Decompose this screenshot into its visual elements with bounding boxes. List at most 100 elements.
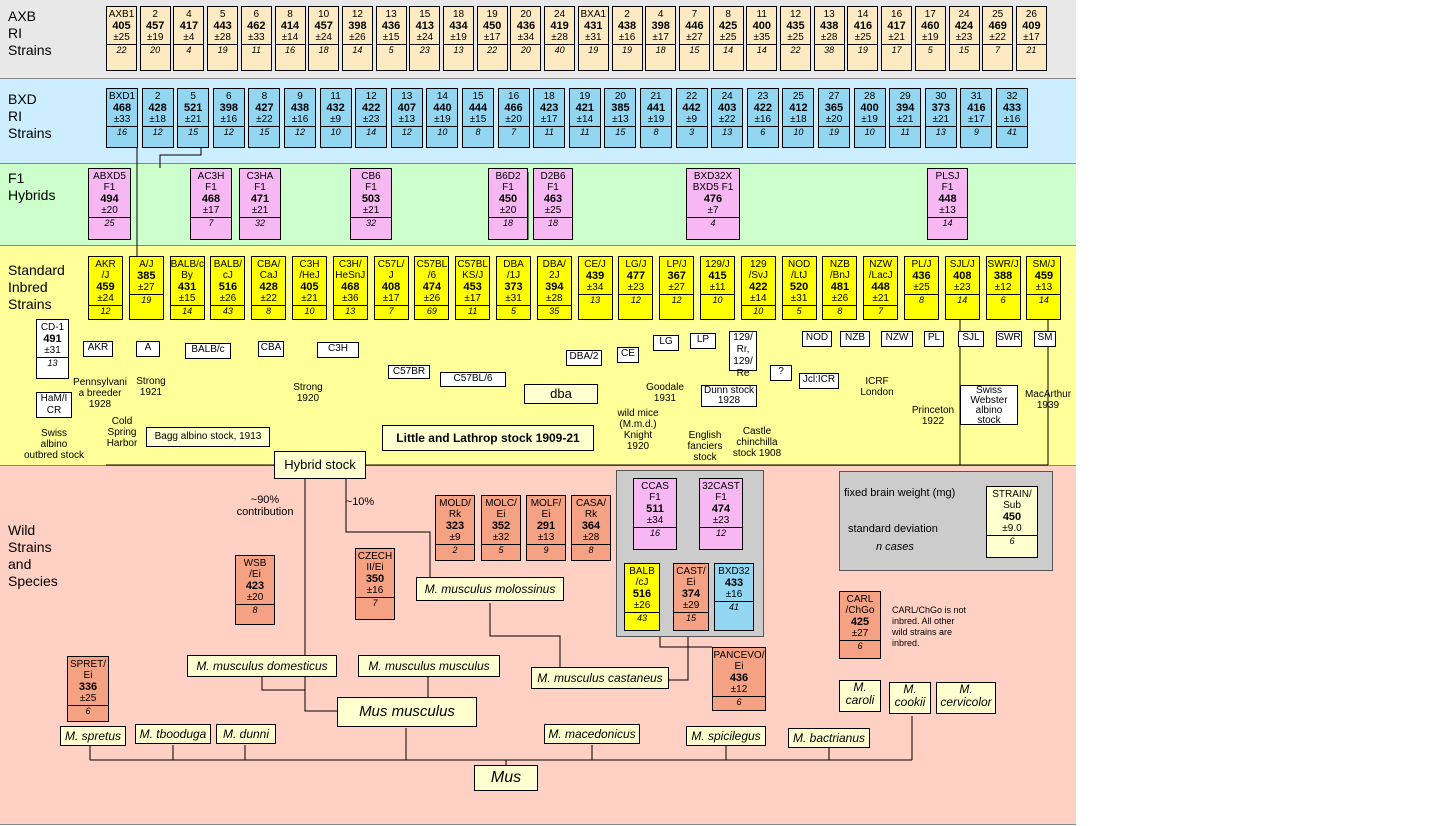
- strain-name: 7: [691, 9, 698, 20]
- bagg-albino-box: Bagg albino stock, 1913: [146, 427, 270, 447]
- strain-name: CAST/ Ei: [676, 566, 706, 588]
- strain-n: 11: [456, 305, 490, 317]
- strain-sd: ±28: [820, 32, 838, 43]
- strain-sd: ±27: [851, 628, 869, 639]
- strain-weight: 436: [516, 20, 536, 32]
- strain-n: 7: [191, 217, 231, 229]
- progenitor-box: A: [136, 341, 160, 357]
- english-fanciers-note: English fanciers stock: [687, 430, 723, 463]
- strain-name: WSB /Ei: [243, 558, 267, 580]
- strain-sd: ±19: [146, 32, 164, 43]
- strain-name: 129 /SvJ: [748, 259, 769, 281]
- strain-sd: ±28: [545, 293, 563, 304]
- strain-name: 14: [857, 9, 869, 20]
- strain-weight: 444: [468, 102, 488, 114]
- strain-weight: 416: [853, 20, 873, 32]
- strain-name: 18: [452, 9, 465, 20]
- strain-weight: 471: [250, 193, 270, 205]
- strain-weight: 409: [1022, 20, 1041, 32]
- band-label-f1: F1 Hybrids: [8, 170, 56, 203]
- strain-weight: 435: [786, 20, 805, 32]
- species-box-dunni: M. dunni: [216, 724, 276, 744]
- strain-n: 20: [511, 44, 541, 56]
- strain-sd: ±26: [349, 32, 366, 43]
- strain-n: 6: [840, 640, 880, 652]
- strain-sd: ±27: [686, 32, 703, 43]
- strain-sd: ±13: [398, 114, 416, 125]
- species-box-musculus: M. musculus musculus: [358, 655, 500, 677]
- strain-name: D2B6 F1: [540, 171, 566, 193]
- progenitor-box: NOD: [802, 331, 832, 347]
- strain-name: 9: [297, 91, 303, 102]
- strain-sd: ±20: [101, 205, 118, 216]
- strain-n: 10: [854, 126, 885, 138]
- strain-n: 19: [848, 44, 878, 56]
- strain-n: 15: [249, 126, 280, 138]
- strain-sd: ±9: [449, 532, 461, 543]
- strain-name: 28: [864, 91, 876, 102]
- strain-n: 11: [569, 126, 600, 138]
- strain-sd: ±28: [551, 32, 568, 43]
- strain-weight: 459: [96, 281, 115, 293]
- strain-name: 24: [721, 91, 733, 102]
- strain-sd: ±26: [831, 293, 849, 304]
- strain-weight: 434: [449, 20, 468, 32]
- strain-name: C3H/ HeSnJ: [335, 259, 366, 281]
- strain-weight: 439: [585, 270, 605, 282]
- strain-name: 11: [756, 9, 767, 20]
- strain-weight: 459: [1034, 270, 1054, 282]
- strain-name: 20: [520, 9, 532, 20]
- strain-n: 13: [37, 357, 68, 369]
- strain-name: C3H /HeJ: [299, 259, 320, 281]
- strain-n: 12: [213, 126, 244, 138]
- strain-sd: ±21: [184, 114, 202, 125]
- strain-name: 27: [828, 91, 840, 102]
- strain-n: 12: [89, 305, 122, 317]
- strain-name: LG/J: [625, 259, 647, 270]
- strain-weight: 419: [550, 20, 569, 32]
- strain-name: C3HA F1: [246, 171, 274, 193]
- strain-n: 18: [534, 217, 572, 229]
- strain-n: 3: [676, 126, 707, 138]
- strain-n: 32: [240, 217, 280, 229]
- strain-sd: ±20: [825, 114, 843, 125]
- strain-sd: ±23: [362, 114, 380, 125]
- strain-name: PL/J: [911, 259, 932, 270]
- strain-name: C57BL /6: [416, 259, 448, 281]
- lineage-line: [345, 479, 431, 577]
- strain-n: 38: [814, 44, 844, 56]
- strain-weight: 427: [255, 102, 274, 114]
- progenitor-box: SJL: [958, 331, 984, 347]
- legend-n-label: n cases: [876, 541, 914, 553]
- strain-sd: ±15: [178, 293, 196, 304]
- species-box-mus: Mus: [474, 765, 538, 791]
- strain-sd: ±13: [612, 114, 629, 125]
- species-box-tbooduga: M. tbooduga: [135, 724, 211, 744]
- strain-name: 13: [385, 9, 397, 20]
- strain-sd: ±23: [955, 32, 973, 43]
- strain-weight: 400: [752, 20, 771, 32]
- strain-weight: 394: [896, 102, 915, 114]
- dunn-stock-box: Dunn stock 1928: [701, 385, 757, 407]
- species-box-spretus: M. spretus: [60, 726, 126, 746]
- progenitor-box: C3H: [317, 342, 359, 358]
- strain-weight: 477: [626, 270, 646, 282]
- strain-n: 6: [747, 126, 778, 138]
- strain-weight: 385: [611, 102, 630, 114]
